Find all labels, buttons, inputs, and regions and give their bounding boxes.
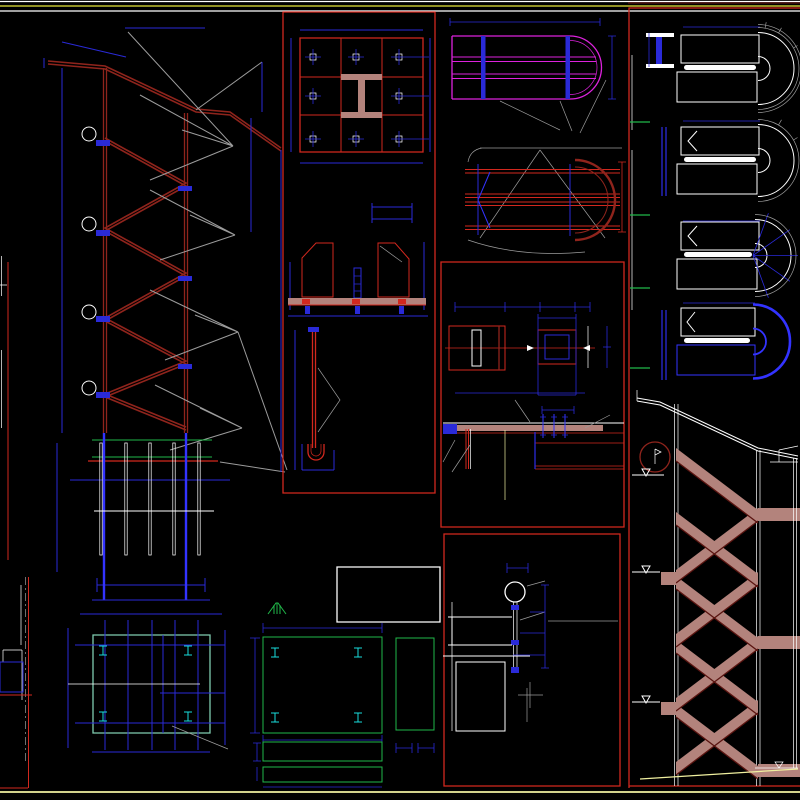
connection-details-box <box>441 262 624 527</box>
leader-lines <box>128 32 287 472</box>
connection-section-detail <box>443 400 624 500</box>
connection-plan-detail <box>445 302 611 395</box>
stair-plan-2 <box>662 120 799 202</box>
grating-panel-detail <box>250 603 434 787</box>
grating-section-hatch <box>455 618 512 645</box>
i-beam-symbols <box>99 646 192 721</box>
pile-foundation <box>88 433 218 600</box>
hanger-detail <box>295 327 340 470</box>
blank-panel <box>337 567 440 622</box>
foundation-plan <box>68 600 228 752</box>
stair-plan-1 <box>646 20 800 113</box>
stair-section-elevation <box>44 28 287 600</box>
stair-flights <box>676 448 758 779</box>
connection-node-circles <box>82 127 96 395</box>
detail-callout-circle <box>640 442 670 472</box>
stair-section-right <box>632 390 800 786</box>
stair-plan-blue <box>465 148 626 254</box>
stair-plan-4 <box>662 303 790 380</box>
landing-framing-plan <box>291 30 430 163</box>
switchback-stair-plans <box>628 3 800 788</box>
mesh-i-beam-symbols <box>271 648 362 722</box>
peak-symbol <box>268 603 286 614</box>
stringer-outline <box>456 662 505 731</box>
dimension-lines <box>44 28 281 592</box>
handrail-circle <box>505 582 525 602</box>
column-symbols <box>305 49 429 147</box>
mesh-panel <box>263 637 382 733</box>
details-box-mid <box>283 12 435 493</box>
level-markers <box>632 469 664 703</box>
partial-detail-left <box>0 256 32 788</box>
stair-plan-3 <box>677 213 798 298</box>
bracket-detail <box>288 203 428 316</box>
stair-plan-magenta <box>450 18 616 133</box>
handrail-grating-detail <box>443 534 620 786</box>
